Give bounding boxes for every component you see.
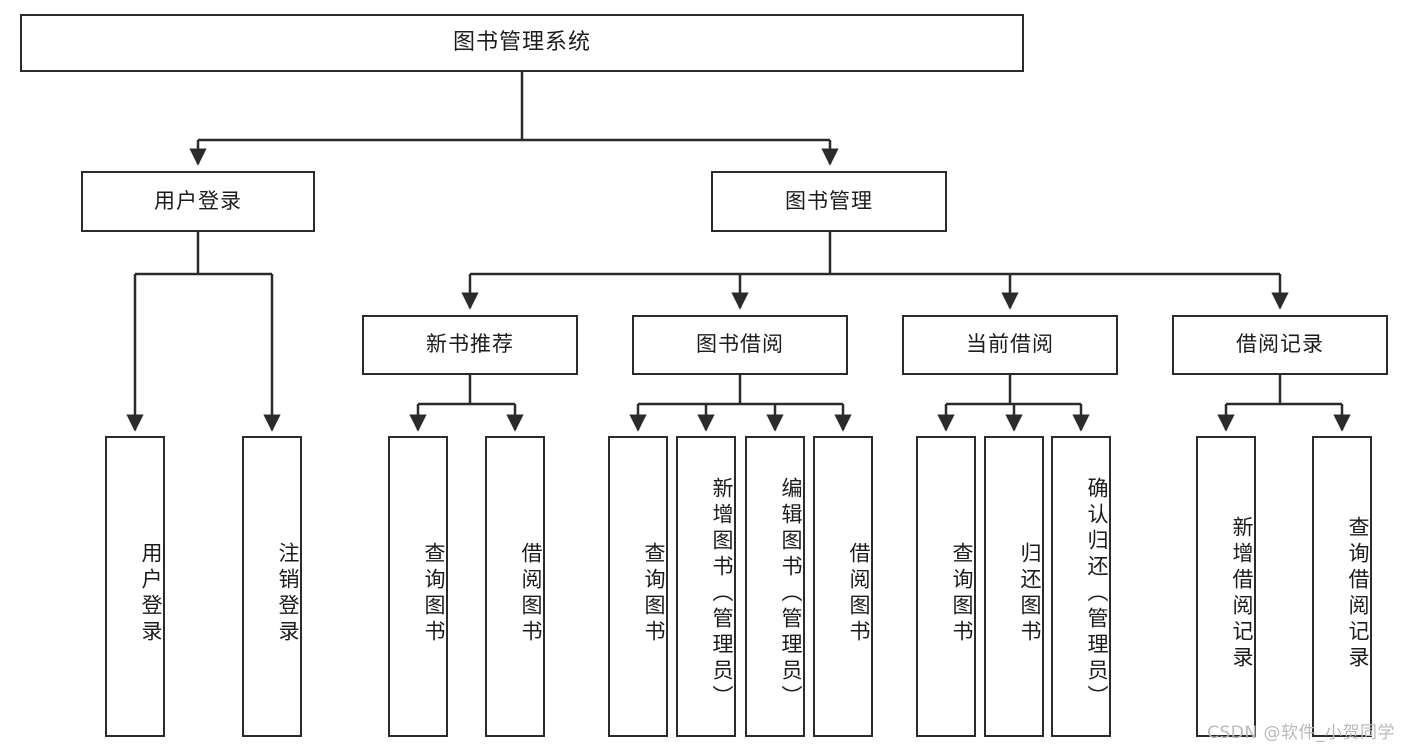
node-leaf-query-book-recommend[interactable]: 查询图书 xyxy=(388,436,448,737)
node-leaf-query-book-current[interactable]: 查询图书 xyxy=(916,436,976,737)
node-user-login[interactable]: 用户登录 xyxy=(81,171,315,232)
node-leaf-return-book[interactable]: 归还图书 xyxy=(984,436,1044,737)
node-root-system[interactable]: 图书管理系统 xyxy=(20,14,1024,72)
node-leaf-edit-book-admin[interactable]: 编辑图书（管理员） xyxy=(745,436,805,737)
node-leaf-logout[interactable]: 注销登录 xyxy=(242,436,302,737)
node-new-book-recommend[interactable]: 新书推荐 xyxy=(362,315,578,375)
node-leaf-add-borrow-record[interactable]: 新增借阅记录 xyxy=(1196,436,1256,737)
node-leaf-add-book-admin[interactable]: 新增图书（管理员） xyxy=(676,436,736,737)
node-leaf-query-borrow-record[interactable]: 查询借阅记录 xyxy=(1312,436,1372,737)
csdn-watermark: CSDN @软件_小贺同学 xyxy=(1207,723,1395,743)
node-leaf-borrow-book[interactable]: 借阅图书 xyxy=(813,436,873,737)
node-leaf-user-login[interactable]: 用户登录 xyxy=(105,436,165,737)
node-current-borrow[interactable]: 当前借阅 xyxy=(902,315,1118,375)
node-leaf-confirm-return-admin[interactable]: 确认归还（管理员） xyxy=(1051,436,1111,737)
node-book-manage[interactable]: 图书管理 xyxy=(711,171,947,232)
node-borrow-record[interactable]: 借阅记录 xyxy=(1172,315,1388,375)
node-leaf-borrow-book-recommend[interactable]: 借阅图书 xyxy=(485,436,545,737)
node-book-borrow[interactable]: 图书借阅 xyxy=(632,315,848,375)
node-leaf-query-book-borrow[interactable]: 查询图书 xyxy=(608,436,668,737)
